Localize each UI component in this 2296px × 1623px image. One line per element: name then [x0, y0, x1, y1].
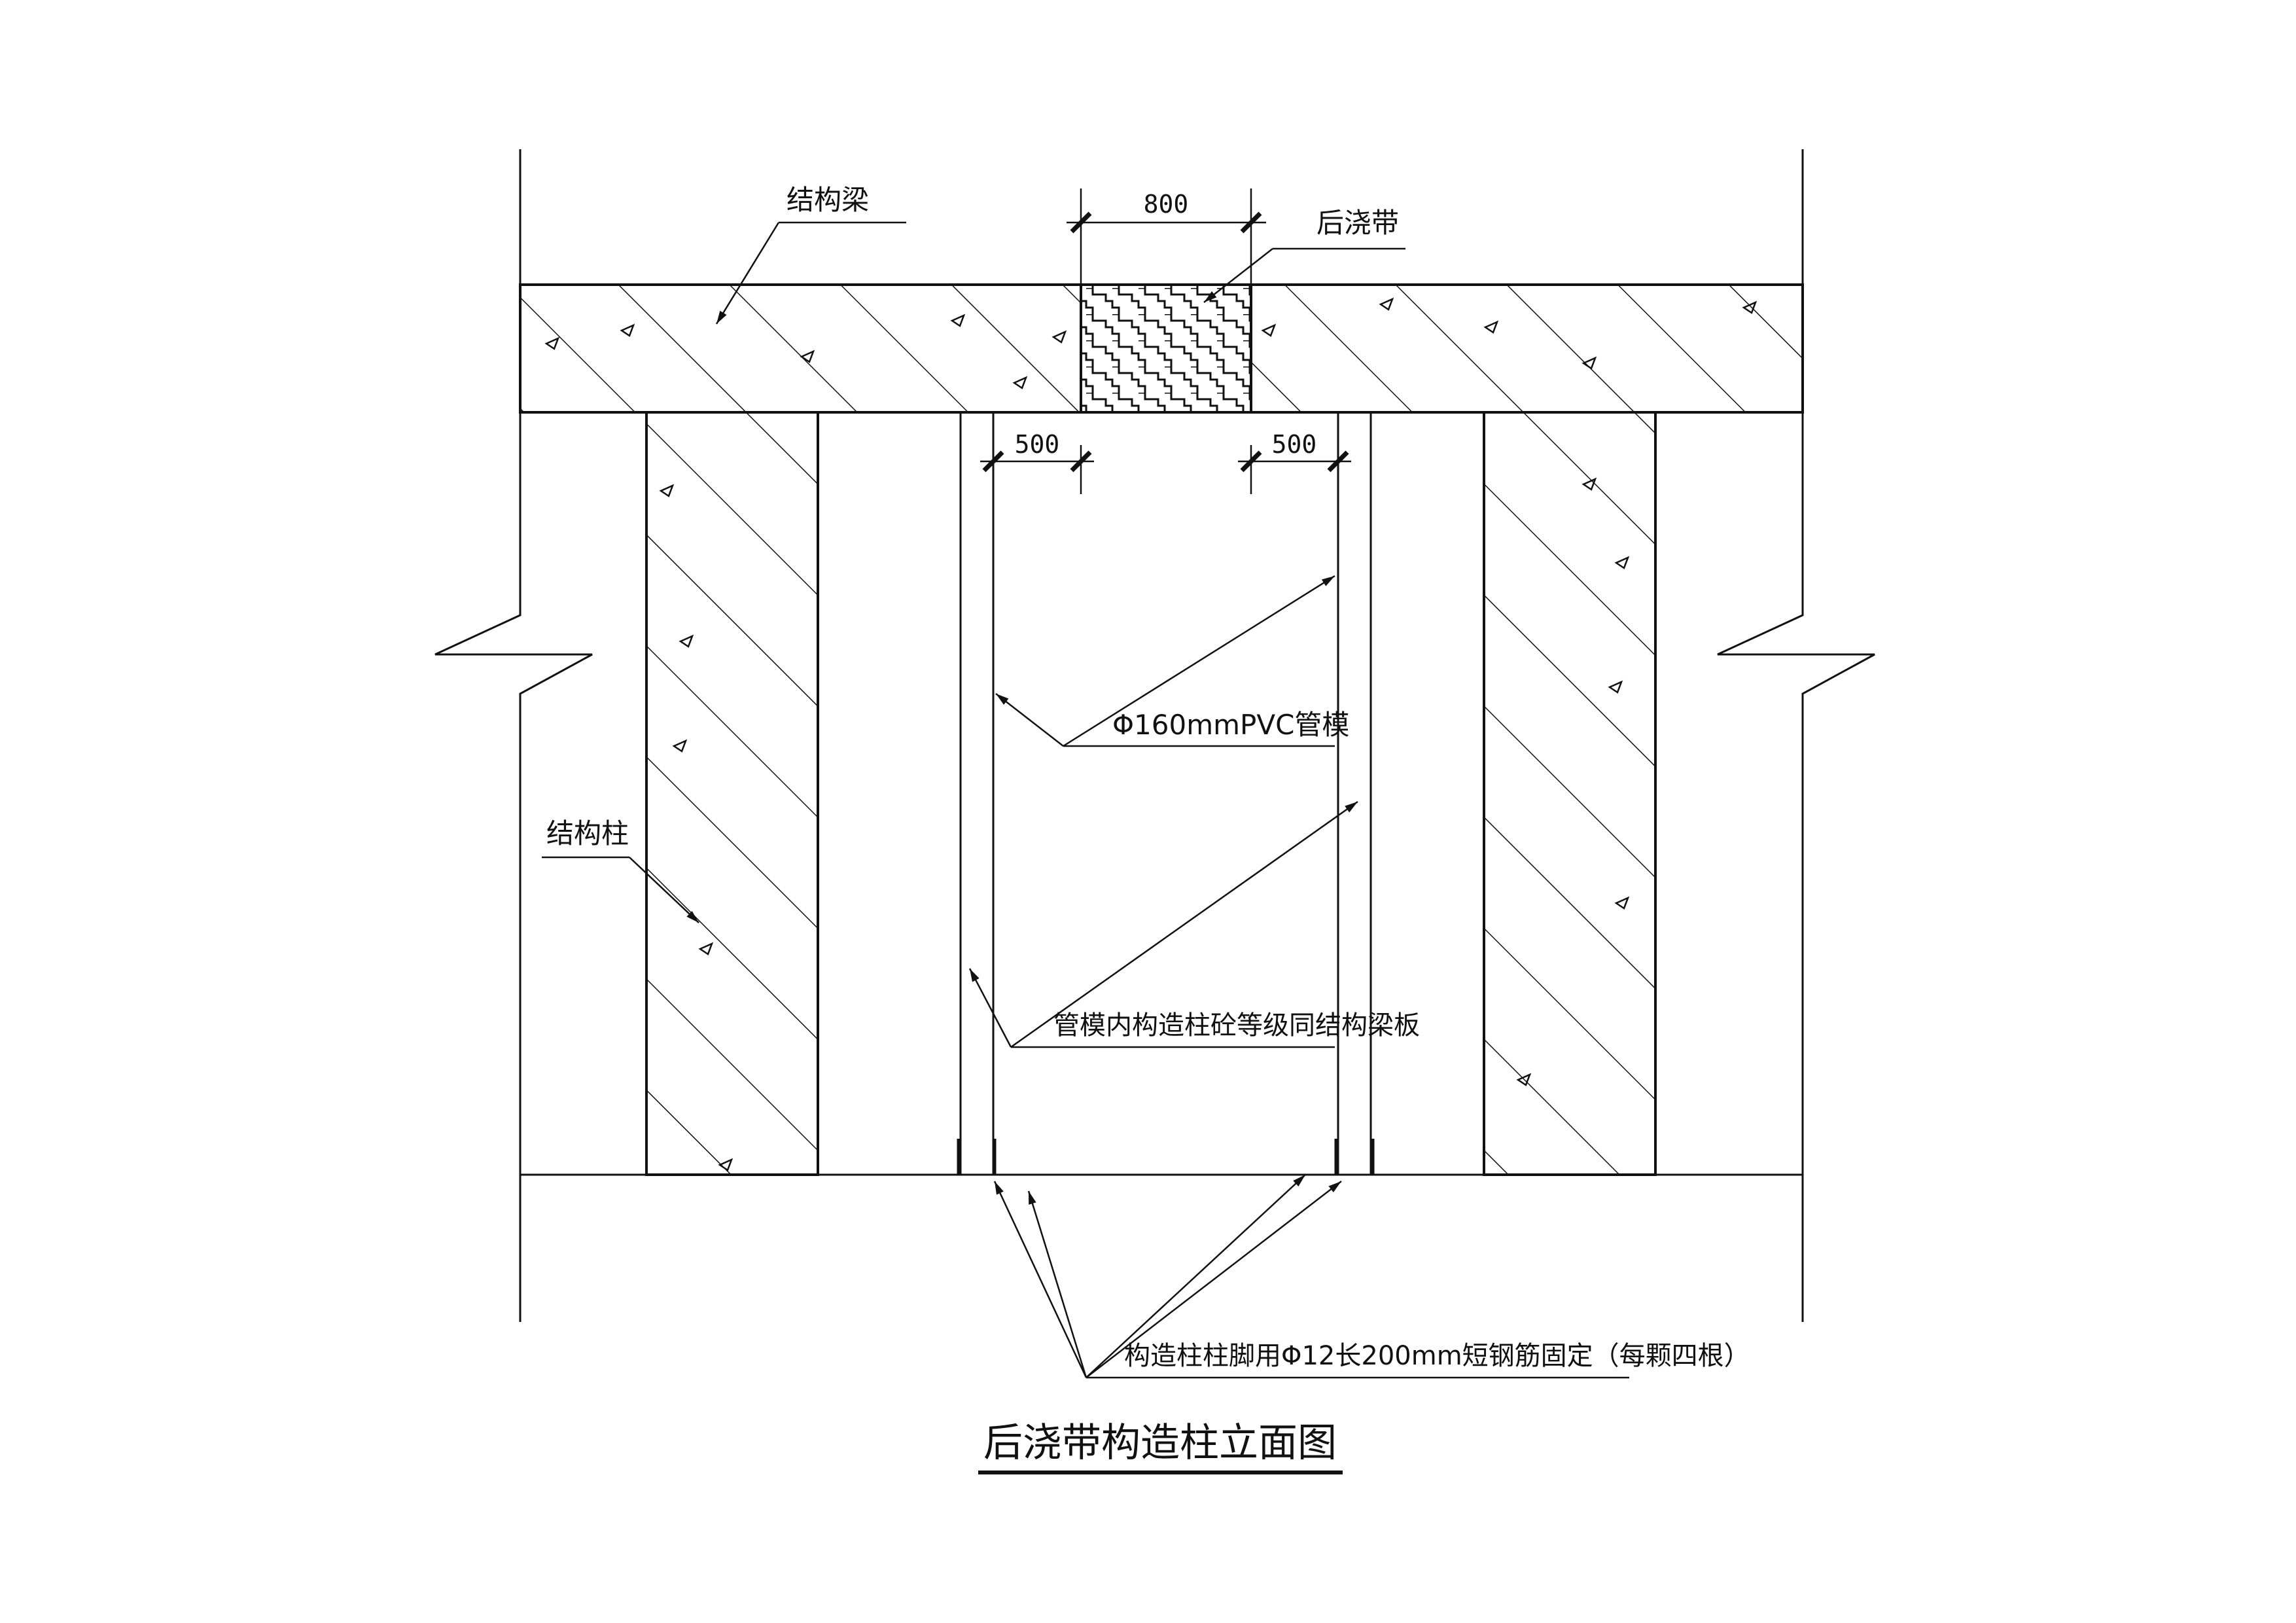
label-pvc-form: Φ160mmPVC管模 — [1112, 709, 1349, 741]
drawing-title: 后浇带构造柱立面图 — [978, 1420, 1343, 1474]
dimension-800: 800 — [1067, 188, 1266, 285]
leader-concrete-grade: 管模内构造柱砼等级同结构梁板 — [968, 800, 1420, 1048]
dimension-500-right: 500 — [1238, 430, 1351, 494]
structural-column-left — [645, 411, 819, 1176]
label-strip: 后浇带 — [1316, 207, 1399, 239]
leader-pvc-form: Φ160mmPVC管模 — [995, 575, 1349, 747]
dimension-500-right-text: 500 — [1272, 430, 1317, 459]
label-rebar: 构造柱柱脚用Φ12长200mm短钢筋固定（每颗四根） — [1124, 1341, 1750, 1371]
label-column: 结构柱 — [546, 817, 629, 849]
beam-triangles — [544, 297, 1757, 389]
leader-column: 结构柱 — [542, 817, 699, 923]
leader-beam: 结构梁 — [715, 184, 906, 325]
pvc-tube-form-right — [1334, 412, 1375, 1175]
dimension-800-text: 800 — [1144, 190, 1189, 219]
dimension-500-left-text: 500 — [1015, 430, 1060, 459]
label-beam: 结构梁 — [786, 184, 869, 216]
structural-column-right — [1483, 411, 1657, 1176]
leader-rebar: 构造柱柱脚用Φ12长200mm短钢筋固定（每颗四根） — [993, 1174, 1750, 1379]
post-pour-strip — [1080, 283, 1252, 414]
title-text: 后浇带构造柱立面图 — [983, 1420, 1337, 1466]
pvc-tube-form-left — [957, 412, 997, 1175]
dimension-500-left: 500 — [980, 430, 1094, 494]
leader-strip: 后浇带 — [1203, 207, 1405, 303]
label-concrete-grade: 管模内构造柱砼等级同结构梁板 — [1053, 1010, 1420, 1041]
